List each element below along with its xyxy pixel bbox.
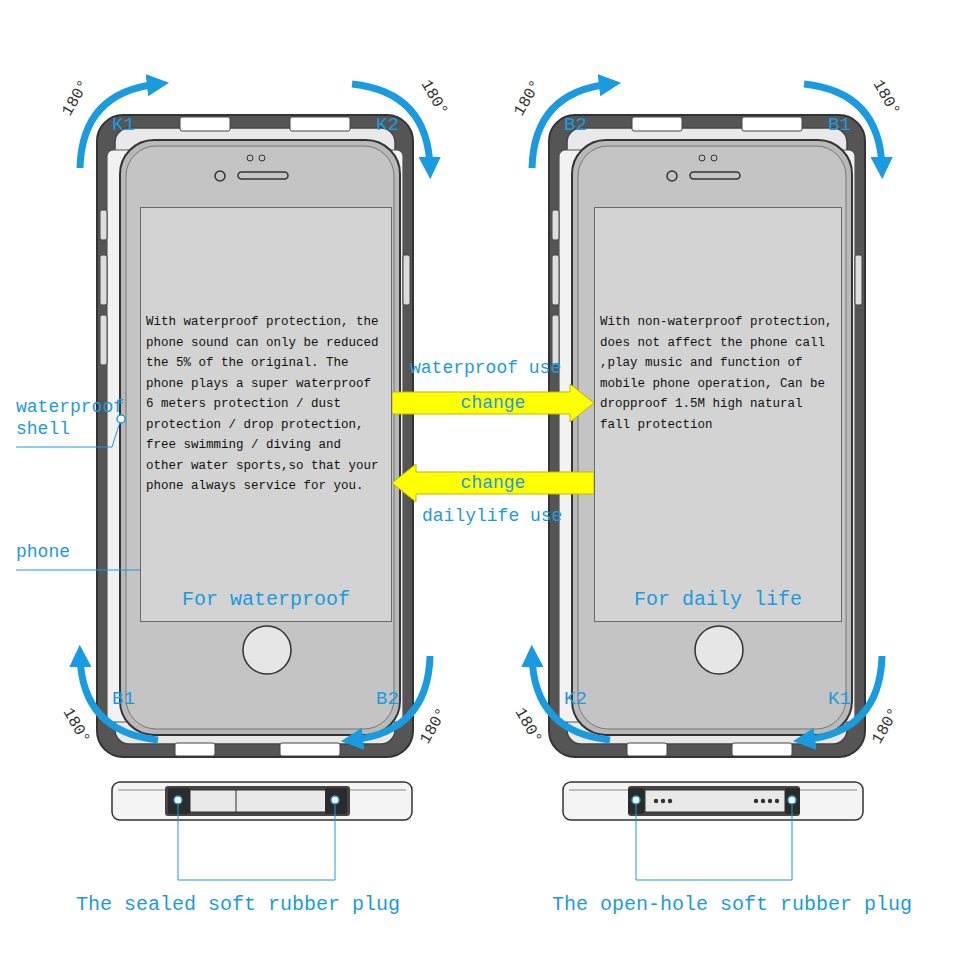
corner-key: B1 <box>112 688 135 710</box>
rotation-angle: 180° <box>511 77 546 119</box>
arrow-label: change <box>459 393 528 413</box>
callout-label: The sealed soft rubber plug <box>76 893 400 916</box>
left-phone-case <box>80 84 430 757</box>
open-hole-bottom-view <box>563 782 863 880</box>
change-arrow <box>392 384 594 422</box>
rotation-angle: 180° <box>417 705 452 747</box>
corner-key: K1 <box>828 688 851 710</box>
rotation-angle: 180° <box>869 705 904 747</box>
screen-heading: For waterproof <box>141 588 391 611</box>
callout-label: The open-hole soft rubber plug <box>552 893 912 916</box>
rotation-angle: 180° <box>59 77 94 119</box>
phone-screen: With non-waterproof protection, does not… <box>594 207 842 622</box>
change-arrow <box>392 464 594 502</box>
screen-heading: For daily life <box>595 588 841 611</box>
callout-label: phone <box>16 542 70 562</box>
rotation-angle: 180° <box>59 705 94 747</box>
screen-description: With non-waterproof protection, does not… <box>595 312 841 435</box>
corner-key: K2 <box>564 688 587 710</box>
corner-key: K1 <box>112 114 135 136</box>
rotation-angle: 180° <box>417 77 452 119</box>
arrow-label: change <box>459 473 528 493</box>
rotation-angle: 180° <box>869 77 904 119</box>
rotation-angle: 180° <box>511 705 546 747</box>
phone-screen: With waterproof protection, the phone so… <box>140 207 392 622</box>
right-phone-case <box>532 84 882 757</box>
corner-key: B2 <box>376 688 399 710</box>
corner-key: B1 <box>828 114 851 136</box>
sealed-bottom-view <box>112 782 412 880</box>
callout-label: waterproof shell <box>16 396 138 440</box>
corner-key: K2 <box>376 114 399 136</box>
screen-description: With waterproof protection, the phone so… <box>141 312 391 497</box>
callout-label: waterproof use <box>410 358 561 378</box>
corner-key: B2 <box>564 114 587 136</box>
callout-label: dailylife use <box>422 506 562 526</box>
